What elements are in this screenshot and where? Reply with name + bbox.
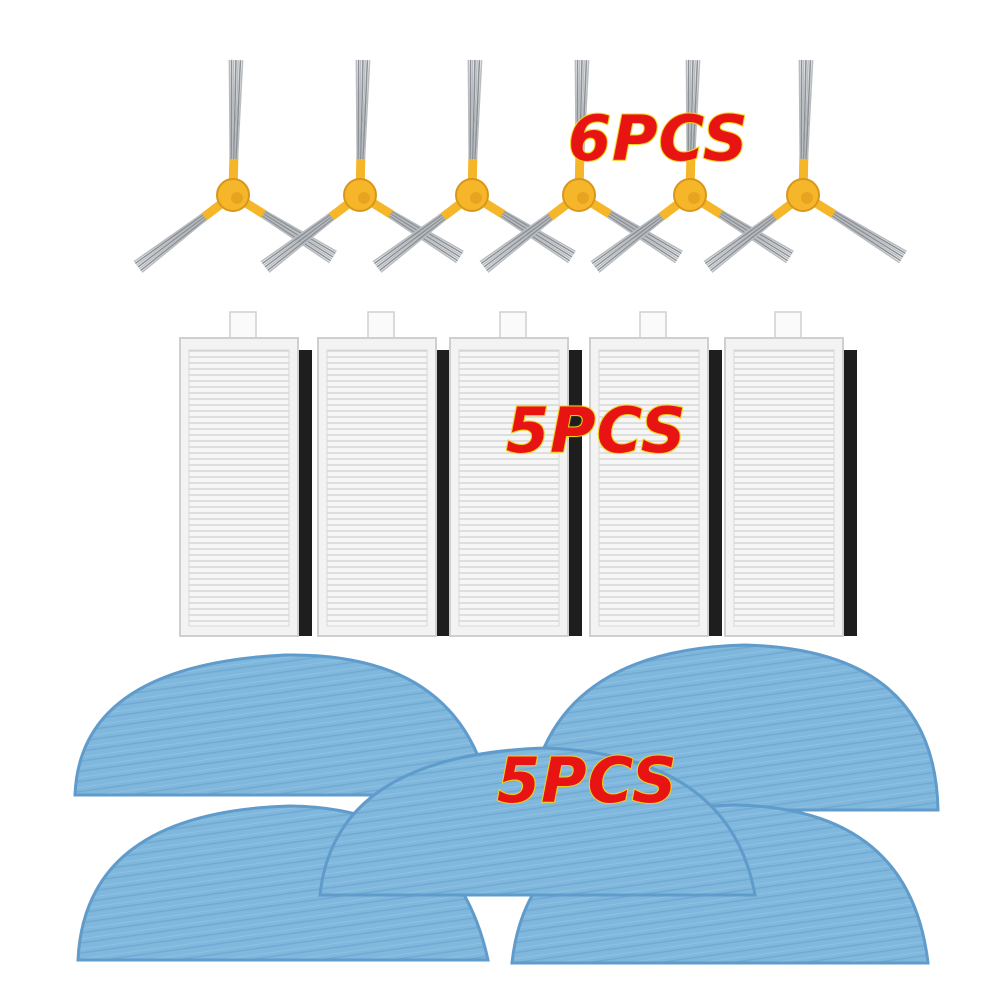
- hepa-filter-icon: [317, 311, 450, 637]
- mop-pad-group: [73, 643, 940, 965]
- filters-quantity-label: 5PCS: [505, 394, 687, 467]
- hepa-filter-icon: [179, 311, 312, 637]
- mop-pad: [318, 746, 757, 897]
- filter-row: [179, 311, 857, 637]
- side-brush-icon: [590, 59, 794, 273]
- brushes-quantity-label: 6PCS: [567, 102, 749, 175]
- hepa-filter-icon: [589, 311, 722, 637]
- side-brush-row: [133, 59, 907, 273]
- side-brush-icon: [479, 59, 683, 273]
- side-brush-icon: [372, 59, 576, 273]
- mop-pad: [73, 653, 492, 797]
- hepa-filter-icon: [724, 311, 857, 637]
- side-brush-icon: [703, 59, 907, 273]
- hepa-filter-icon: [449, 311, 582, 637]
- side-brush-icon: [260, 59, 464, 273]
- mops-quantity-label: 5PCS: [496, 744, 678, 817]
- side-brush-icon: [133, 59, 337, 273]
